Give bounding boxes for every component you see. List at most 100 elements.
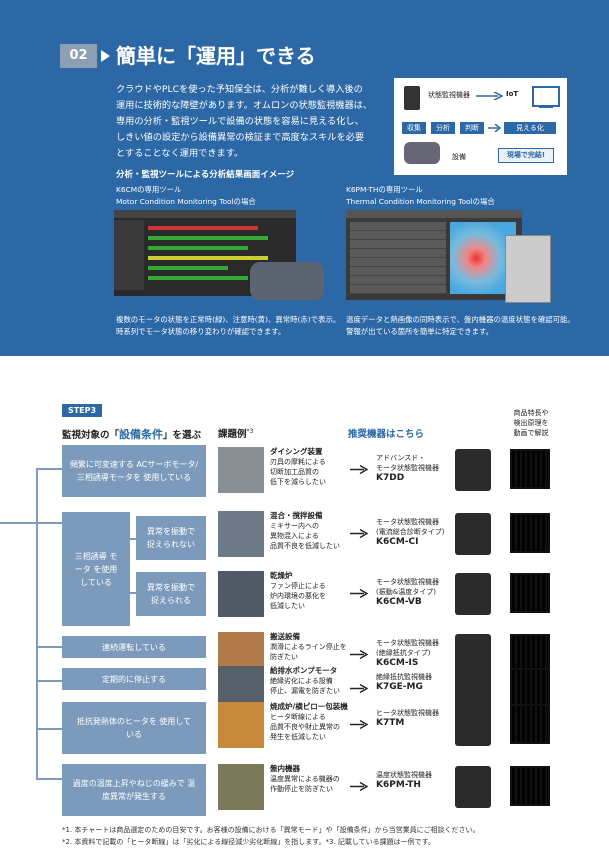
recommendation-line: モータ状態監視機器: [376, 639, 439, 647]
example-line: 刃具の摩耗による: [270, 458, 326, 466]
tools-heading: 分析・監視ツールによる分析結果画面イメージ: [116, 170, 295, 180]
tree-branch: [36, 468, 62, 470]
recommend-heading: 推奨機器はこちら: [348, 429, 425, 440]
model-name: K6PM-TH: [376, 780, 421, 790]
flow-visualize: 見える化: [504, 122, 556, 134]
model-name: K7DD: [376, 473, 405, 483]
recommendation-line: 温度状態監視機器: [376, 771, 432, 779]
section-number-badge: 02: [60, 44, 97, 68]
example-title: 混合・撹拌設備: [270, 511, 323, 520]
recommendation-line: アドバンスド・: [376, 454, 426, 462]
example-line: ミキサー内への: [270, 522, 319, 530]
heading-post: 」を選ぶ: [163, 430, 202, 441]
example-text: ダイシング装置刃具の摩耗による切断加工品質の低下を減らしたい: [270, 447, 326, 487]
qr-heading-line: 検出原理を: [513, 419, 549, 427]
page-title: 簡単に「運用」できる: [116, 44, 316, 68]
example-text: 混合・撹拌設備ミキサー内への異物混入による品質不良を低減したい: [270, 511, 340, 551]
example-title: ダイシング装置: [270, 447, 323, 456]
intro-line: しきい値の設定から設備異常の検証まで高度なスキルを必要: [116, 132, 365, 143]
example-line: 炉内環境の悪化を: [270, 592, 326, 600]
condition-no-vibration: 異常を振動で 捉えられない: [136, 516, 206, 560]
example-line: 品質不良を低減したい: [270, 542, 340, 550]
thermal-tool-screenshot: [346, 210, 522, 300]
tool-left-line1: K6CMの専用ツール: [116, 185, 182, 194]
condition-vibration: 異常を振動で 捉えられる: [136, 572, 206, 616]
device-label: 状態監視機器: [428, 91, 470, 99]
tool-left-caption-2: 時系列でモータ状態の移り変わりが確認できます。: [116, 327, 286, 336]
onsite-badge: 現場で完結!: [498, 148, 554, 163]
examples-heading: 課題例*3: [218, 426, 253, 440]
example-line: ヒータ断線による: [270, 713, 326, 721]
tree-branch: [36, 778, 62, 780]
condition-continuous: 連続運転している: [62, 636, 206, 658]
qr-code[interactable]: [510, 634, 550, 674]
qr-heading: 商品特長や 検出原理を 動画で解説: [508, 408, 554, 438]
arrow-icon: [488, 124, 502, 132]
arrow-icon: [350, 720, 369, 729]
connector: [130, 538, 136, 540]
tool-left-line2: Motor Condition Monitoring Toolの場合: [116, 197, 256, 206]
recommendation: モータ状態監視機器(振動&温度タイプ)K6CM-VB: [376, 577, 439, 607]
footnote-2: *2. 本資料で記載の「ヒータ断線」は「劣化による線径減少劣化断線」を指します。…: [62, 838, 435, 846]
iot-label: IoT: [506, 90, 519, 98]
example-title: 盤内機器: [270, 764, 300, 773]
tool-left-caption-1: 複数のモータの状態を正常時(緑)、注意時(黄)、異常時(赤)で表示。: [116, 315, 341, 324]
recommendation-line: (振動&温度タイプ): [376, 588, 436, 596]
example-photo: [218, 447, 264, 493]
monitor-stand: [539, 106, 553, 108]
recommendation-line: ヒータ状態監視機器: [376, 709, 439, 717]
condition-servo: 頻繁に可変速する ACサーボモータ/三相誘導モータを 使用している: [62, 445, 206, 497]
example-photo: [218, 702, 264, 748]
example-text: 焼成炉/横ピロー包装機ヒータ断線による品質不良や財止異常の発生を低減したい: [270, 702, 348, 742]
connector: [130, 592, 136, 594]
condition-periodic: 定期的に停止する: [62, 668, 206, 690]
example-line: 作動停止を防ぎたい: [270, 785, 333, 793]
tool-right-line1: K6PM-THの専用ツール: [346, 185, 423, 194]
example-line: 品質不良や財止異常の: [270, 723, 340, 731]
model-name: K6CM-CI: [376, 537, 419, 547]
iot-diagram: 状態監視機器 IoT 収集 分析 判断 見える化 設備 現場で完結!: [394, 78, 567, 175]
example-line: 切断加工品質の: [270, 468, 319, 476]
condition-temperature: 過度の温度上昇やねじの緩みで 温度異常が発生する: [62, 764, 206, 816]
qr-heading-line: 商品特長や: [513, 409, 549, 417]
tree-branch: [36, 646, 62, 648]
qr-code[interactable]: [510, 573, 550, 613]
heading-emphasis: 設備条件: [119, 428, 164, 441]
qr-heading-line: 動画で解説: [513, 429, 549, 437]
model-name: K6CM-VB: [376, 597, 422, 607]
tree-branch: [36, 728, 62, 730]
example-line: 温度異常による機器の: [270, 775, 340, 783]
qr-code[interactable]: [510, 668, 550, 708]
arrow-icon: [350, 684, 369, 693]
example-line: 異物混入による: [270, 532, 319, 540]
qr-code[interactable]: [510, 513, 550, 553]
tree-vertical-line: [36, 468, 38, 778]
intro-line: クラウドやPLCを使った予知保全は、分析が難しく導入後の: [116, 84, 363, 95]
example-line: ファン停止による: [270, 582, 326, 590]
example-line: 絶縁劣化による設備: [270, 677, 333, 685]
recommendation-line: (電流総合診断タイプ): [376, 528, 445, 536]
heading-pre: 監視対象の「: [62, 430, 120, 441]
qr-code[interactable]: [510, 449, 550, 489]
recommendation-line: 絶縁抵抗監視機器: [376, 673, 432, 681]
condition-three-phase: 三相誘導 モータ を使用 している: [62, 512, 130, 626]
motor-tool-screenshot: [114, 210, 296, 296]
example-line: 潤滑によるライン停止を: [270, 643, 347, 651]
example-text: 乾燥炉ファン停止による炉内環境の悪化を低減したい: [270, 571, 326, 611]
qr-code[interactable]: [510, 704, 550, 744]
footnote-1: *1. 本チャートは商品選定のための目安です。お客様の設備における「異常モード」…: [62, 826, 480, 834]
arrow-icon: [476, 92, 504, 100]
example-title: 焼成炉/横ピロー包装機: [270, 702, 348, 711]
examples-label: 課題例: [218, 429, 247, 440]
qr-code[interactable]: [510, 766, 550, 806]
intro-text: クラウドやPLCを使った予知保全は、分析が難しく導入後の 運用に技術的な障壁があ…: [116, 82, 386, 162]
recommendation-line: モータ状態監視機器: [376, 518, 439, 526]
tool-right-line2: Thermal Condition Monitoring Toolの場合: [346, 197, 495, 206]
device-image: [455, 766, 491, 808]
intro-line: 運用に技術的な障壁があります。オムロンの状態監視機器は、: [116, 100, 373, 111]
tree-branch: [36, 680, 62, 682]
tool-right-caption-1: 温度データと熱画像の同時表示で、盤内機器の温度状態を確認可能。: [346, 315, 575, 324]
